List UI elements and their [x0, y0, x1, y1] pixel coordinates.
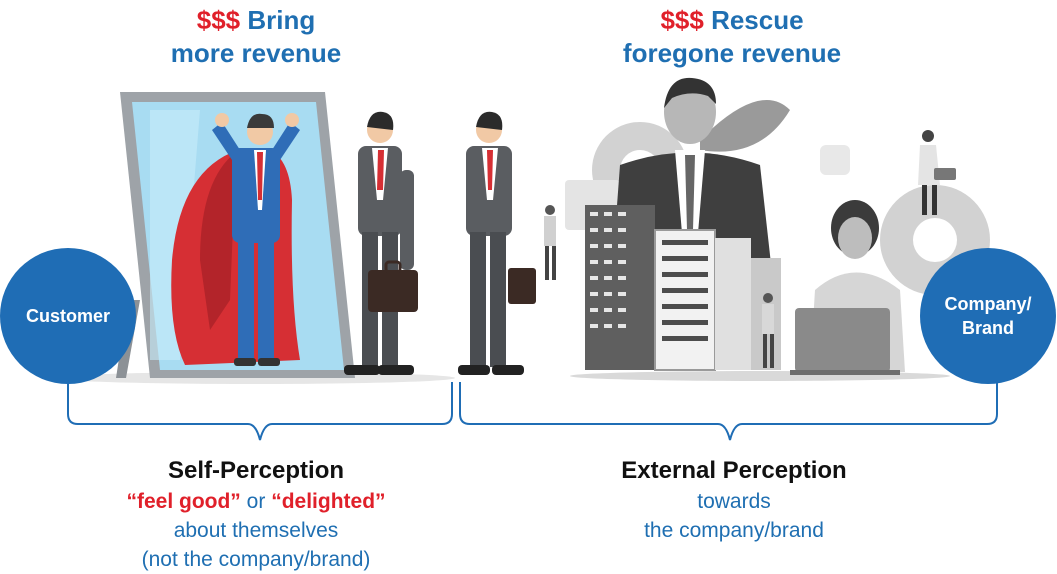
delighted-text: “delighted” [271, 490, 386, 513]
about-themselves-text: about themselves [173, 519, 339, 542]
right-header-line2: foregone revenue [622, 38, 842, 68]
towards-text: towards [697, 490, 771, 513]
external-perception-caption: External Perception towards the company/… [586, 455, 882, 545]
self-perception-caption: Self-Perception “feel good” or “delighte… [106, 455, 406, 574]
self-perception-title: Self-Perception [167, 457, 345, 484]
left-header: $$$ Bring more revenue [156, 4, 356, 70]
superhero-reflection [171, 113, 300, 366]
right-money-sign: $$$ [660, 5, 704, 35]
left-header-line2: more revenue [170, 38, 342, 68]
external-perception-title: External Perception [621, 457, 847, 484]
left-header-line1: Bring [247, 5, 316, 35]
left-brace [67, 382, 453, 441]
right-header: $$$ Rescue foregone revenue [596, 4, 868, 70]
right-header-line1: Rescue [711, 5, 804, 35]
not-company-text: (not the company/brand) [141, 548, 371, 571]
or-text: or [246, 490, 266, 513]
left-money-sign: $$$ [196, 5, 241, 35]
customer-label: Customer [25, 305, 110, 326]
company-label-line1: Company/ [944, 294, 1032, 314]
businessman-with-briefcase [344, 111, 418, 375]
feel-good-text: “feel good” [126, 490, 241, 513]
right-brace [459, 382, 998, 441]
company-label-line2: Brand [961, 318, 1014, 338]
businessman-standing [458, 111, 536, 375]
company-scene [544, 77, 990, 381]
customer-circle: Customer [0, 248, 136, 384]
company-brand-circle: Company/ Brand [920, 248, 1056, 384]
company-brand-text: the company/brand [644, 519, 824, 542]
